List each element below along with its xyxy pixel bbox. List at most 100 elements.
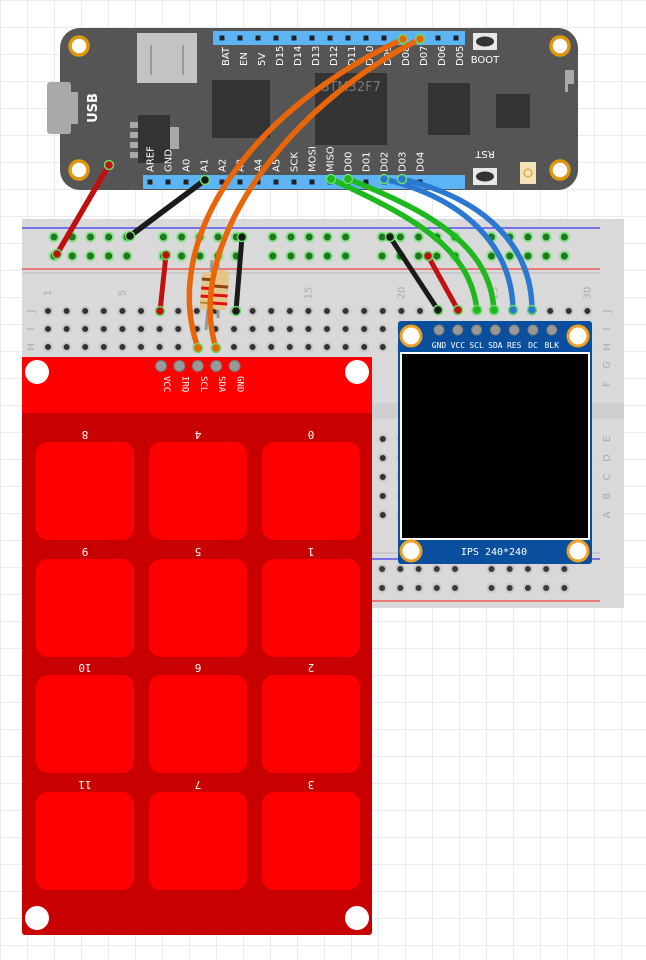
breadboard-hole[interactable] (284, 324, 295, 334)
breadboard-hole[interactable] (61, 324, 72, 334)
breadboard-hole[interactable] (415, 306, 425, 316)
breadboard-hole[interactable] (266, 306, 277, 316)
key-pad-4[interactable] (149, 442, 247, 540)
breadboard-hole[interactable] (117, 324, 128, 334)
breadboard-hole[interactable] (563, 306, 574, 316)
keypad-pin-scl[interactable] (191, 360, 204, 372)
rail-hole[interactable] (413, 564, 424, 574)
key-pad-3[interactable] (262, 792, 360, 890)
rail-hole[interactable] (376, 250, 388, 262)
breadboard-hole[interactable] (247, 306, 258, 316)
rail-hole[interactable] (540, 231, 552, 243)
rail-hole[interactable] (522, 583, 533, 593)
rail-hole[interactable] (66, 250, 78, 262)
rail-hole[interactable] (321, 250, 333, 262)
breadboard-hole[interactable] (136, 342, 146, 352)
rail-hole[interactable] (559, 564, 570, 574)
rail-hole[interactable] (285, 231, 297, 243)
key-pad-2[interactable] (262, 675, 360, 773)
display-pin-dc[interactable] (527, 324, 539, 336)
breadboard-hole[interactable] (582, 306, 593, 316)
header-pin-d13[interactable] (309, 35, 315, 41)
breadboard-hole[interactable] (322, 324, 332, 334)
breadboard-hole[interactable] (322, 306, 332, 316)
rail-hole[interactable] (84, 250, 96, 262)
wire-sda-orange[interactable] (207, 36, 423, 351)
rail-hole[interactable] (486, 564, 497, 574)
breadboard-hole[interactable] (247, 324, 258, 334)
header-pin-a2[interactable] (219, 179, 225, 185)
rail-hole[interactable] (377, 583, 388, 593)
wire-sck-green[interactable] (328, 176, 480, 313)
header-pin-d14[interactable] (291, 35, 297, 41)
breadboard-hole[interactable] (284, 342, 295, 352)
display-pin-gnd[interactable] (433, 324, 445, 336)
breadboard-hole[interactable] (43, 342, 53, 352)
rail-hole[interactable] (377, 564, 388, 574)
breadboard-hole[interactable] (284, 306, 295, 316)
breadboard-hole[interactable] (396, 306, 407, 316)
rail-hole[interactable] (321, 231, 333, 243)
breadboard-hole[interactable] (377, 434, 388, 444)
keypad-pin-sda[interactable] (210, 360, 223, 372)
breadboard-hole[interactable] (303, 324, 314, 334)
display-pin-scl[interactable] (471, 324, 483, 336)
rail-hole[interactable] (450, 583, 461, 593)
rail-hole[interactable] (486, 583, 497, 593)
key-pad-1[interactable] (262, 559, 360, 657)
rail-hole[interactable] (431, 564, 442, 574)
rail-hole[interactable] (340, 231, 352, 243)
header-pin-en[interactable] (237, 35, 243, 41)
breadboard-hole[interactable] (80, 306, 91, 316)
breadboard-hole[interactable] (154, 324, 165, 334)
header-pin-aref[interactable] (147, 179, 153, 185)
breadboard-hole[interactable] (61, 342, 72, 352)
key-pad-7[interactable] (149, 792, 247, 890)
breadboard-hole[interactable] (61, 306, 72, 316)
rail-hole[interactable] (413, 250, 425, 262)
header-pin-d10[interactable] (363, 35, 369, 41)
breadboard-hole[interactable] (229, 324, 239, 334)
rail-hole[interactable] (504, 250, 516, 262)
rail-hole[interactable] (522, 250, 534, 262)
usb-connector[interactable] (47, 82, 71, 134)
wire-power-red[interactable] (54, 162, 112, 257)
rail-hole[interactable] (48, 231, 60, 243)
keypad-pin-gnd[interactable] (228, 360, 241, 372)
keypad-pin-vcc[interactable] (155, 360, 167, 372)
rail-hole[interactable] (522, 231, 534, 243)
rail-hole[interactable] (504, 583, 515, 593)
breadboard-hole[interactable] (377, 453, 388, 463)
breadboard-hole[interactable] (43, 324, 53, 334)
breadboard-hole[interactable] (266, 342, 277, 352)
breadboard-hole[interactable] (377, 472, 388, 482)
breadboard-hole[interactable] (377, 491, 388, 501)
breadboard-hole[interactable] (266, 324, 277, 334)
jumper-black-display-gnd[interactable] (387, 234, 441, 313)
breadboard-hole[interactable] (229, 342, 239, 352)
wire-mosi-green[interactable] (345, 176, 497, 313)
breadboard-hole[interactable] (43, 306, 53, 316)
rail-hole[interactable] (103, 250, 115, 262)
key-pad-5[interactable] (149, 559, 247, 657)
rail-hole[interactable] (395, 583, 406, 593)
rail-hole[interactable] (504, 564, 515, 574)
wire-scl-orange[interactable] (186, 36, 406, 351)
rail-hole[interactable] (431, 250, 443, 262)
breadboard-hole[interactable] (377, 342, 388, 352)
display-pin-blk[interactable] (546, 324, 558, 336)
breadboard-hole[interactable] (117, 342, 128, 352)
breadboard-hole[interactable] (173, 324, 184, 334)
rail-hole[interactable] (285, 250, 297, 262)
breadboard-hole[interactable] (377, 324, 388, 334)
breadboard-hole[interactable] (359, 342, 370, 352)
breadboard-hole[interactable] (322, 342, 332, 352)
rail-hole[interactable] (303, 231, 315, 243)
keypad-pin-irq[interactable] (173, 360, 186, 372)
breadboard-hole[interactable] (191, 306, 202, 316)
header-pin-a3[interactable] (237, 179, 243, 185)
rail-hole[interactable] (394, 231, 406, 243)
rail-hole[interactable] (303, 250, 315, 262)
breadboard-hole[interactable] (545, 306, 556, 316)
breadboard-hole[interactable] (173, 306, 184, 316)
